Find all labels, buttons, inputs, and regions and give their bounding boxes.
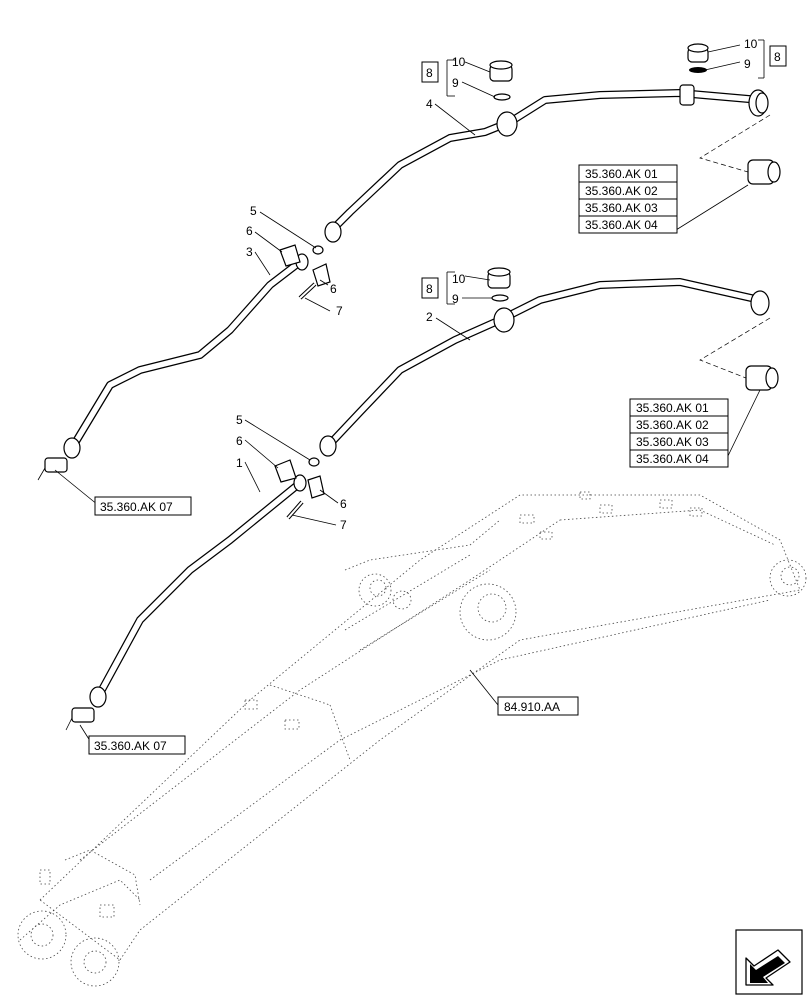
callout-5-lower: 5 [236,413,243,427]
o-ring-5b [308,457,320,467]
ref-8-right[interactable]: 8 [774,50,781,64]
o-ring-9c [491,294,509,302]
plug-10a [489,60,513,82]
o-ring-9b [689,67,707,73]
next-page-arrow-icon[interactable] [735,929,803,995]
callout-2: 2 [426,310,433,324]
ref-a-3[interactable]: 35.360.AK 03 [585,201,658,215]
callout-3: 3 [246,245,253,259]
fitting-ak07-lower [65,707,95,731]
ref-8-middle[interactable]: 8 [426,282,433,296]
callout-9-middle: 9 [452,292,459,306]
o-ring-9a [493,93,511,101]
plug-10c [487,267,511,289]
ref-ak07-lower[interactable]: 35.360.AK 07 [94,739,167,753]
leader-lines [54,39,765,745]
ref-table-b: 35.360.AK 01 35.360.AK 02 35.360.AK 03 3… [629,398,729,468]
callout-5-upper: 5 [250,204,257,218]
bolt-7b [286,500,304,520]
boom-arm [17,491,807,987]
fitting-group-b [745,365,779,391]
callout-6-upper-left: 6 [246,224,253,238]
callout-9-right: 9 [744,57,751,71]
callout-7-upper: 7 [336,304,343,318]
plug-10b [687,43,709,63]
tube-1 [89,474,307,708]
ref-8-top[interactable]: 8 [426,66,433,80]
callout-4: 4 [426,97,433,111]
ref-a-4[interactable]: 35.360.AK 04 [585,218,658,232]
ref-boom[interactable]: 84.910.AA [504,700,560,714]
callout-7-lower: 7 [340,518,347,532]
clamp-6a [279,244,301,267]
clamp-6c [274,459,297,483]
ref-table-a: 35.360.AK 01 35.360.AK 02 35.360.AK 03 3… [578,164,678,234]
callout-6-lower-right: 6 [340,497,347,511]
fitting-ak07-upper [37,457,68,481]
bolt-7a [298,282,317,300]
callout-6-upper-right: 6 [330,282,337,296]
ref-b-2[interactable]: 35.360.AK 02 [636,418,709,432]
callout-6-lower-left: 6 [236,434,243,448]
ref-ak07-upper[interactable]: 35.360.AK 07 [100,500,173,514]
callout-1: 1 [236,456,243,470]
tube-3 [63,253,309,459]
tube-4 [324,84,769,243]
ref-a-2[interactable]: 35.360.AK 02 [585,184,658,198]
fitting-group-a [747,159,781,185]
clamp-6d [307,475,325,499]
ref-b-1[interactable]: 35.360.AK 01 [636,401,709,415]
ref-b-3[interactable]: 35.360.AK 03 [636,435,709,449]
callout-9-top: 9 [452,76,459,90]
ref-b-4[interactable]: 35.360.AK 04 [636,452,709,466]
ref-a-1[interactable]: 35.360.AK 01 [585,167,658,181]
tube-2 [319,278,770,457]
callout-10-right: 10 [744,37,758,51]
clamp-6b [312,263,331,287]
callout-10-top: 10 [452,55,466,69]
callout-10-middle: 10 [452,272,466,286]
